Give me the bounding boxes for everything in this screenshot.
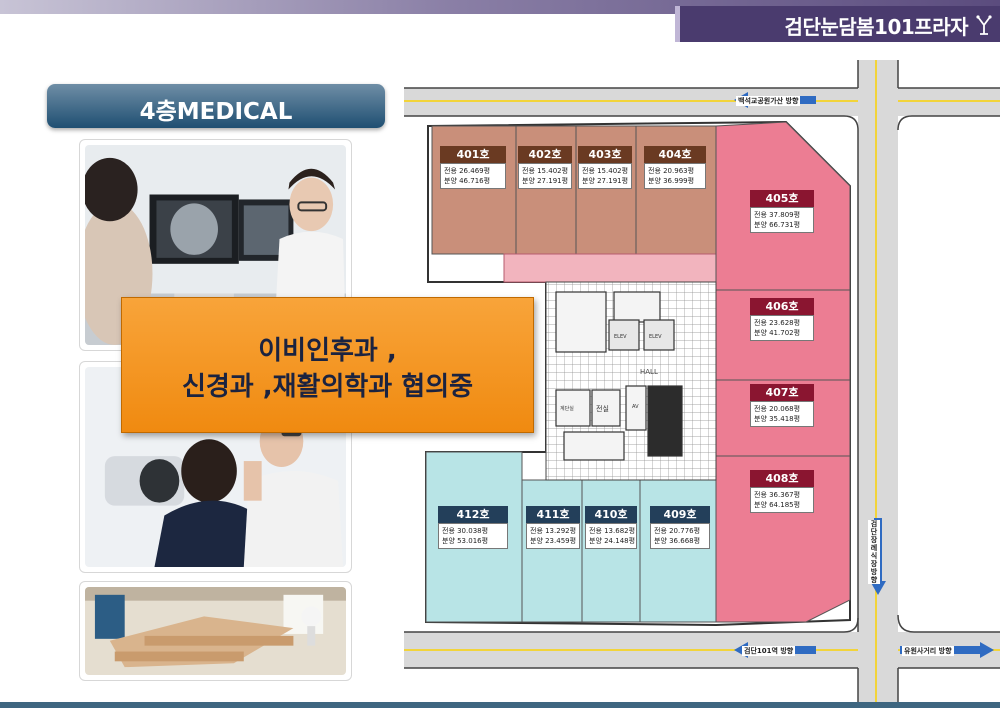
unit-410-number: 410호	[585, 506, 637, 523]
unit-405-area-text: 전용 37.809평	[754, 211, 801, 219]
unit-405-sale-text: 분양 66.731평	[754, 221, 801, 229]
stair-label: 계단실	[560, 405, 574, 412]
banner-line-2: 신경과 ,재활의학과 협의중	[181, 372, 474, 402]
road-label-top-left: 백석교공원가산 방향	[736, 96, 801, 106]
unit-401-sale-text: 분양 46.716평	[444, 177, 491, 185]
unit-412-sale-text: 분양 53.016평	[442, 537, 489, 545]
av-label: AV	[632, 404, 639, 410]
unit-404-area-text: 전용 20.963평	[648, 167, 695, 175]
road-label-right: 검단 장례식장 방향	[868, 520, 880, 584]
floor-label-text: 4층MEDICAL	[139, 99, 293, 125]
unit-406-sale-text: 분양 41.702평	[754, 329, 801, 337]
brand-logo-icon	[976, 15, 992, 35]
floor-label: 4층MEDICAL	[47, 84, 385, 128]
unit-408-sale-text: 분양 64.185평	[754, 501, 801, 509]
unit-408-number: 408호	[750, 470, 814, 487]
unit-402-number: 402호	[518, 146, 572, 163]
unit-402-area-text: 전용 15.402평	[522, 167, 569, 175]
unit-411-number: 411호	[526, 506, 580, 523]
elev-1-label: ELEV	[614, 334, 627, 340]
unit-409-number: 409호	[650, 506, 710, 523]
road-right	[858, 60, 898, 708]
unit-410-sale-text: 분양 24.148평	[589, 537, 636, 545]
elev-2-label: ELEV	[649, 334, 662, 340]
brand-title: 검단눈담봄101프라자	[784, 15, 969, 39]
unit-409-area	[639, 479, 717, 623]
unit-411-sale-text: 분양 23.459평	[530, 537, 577, 545]
medical-banner: 이비인후과 , 신경과 ,재활의학과 협의중	[121, 297, 534, 433]
unit-410-area	[581, 479, 641, 623]
room-label: 전실	[596, 404, 609, 413]
unit-410-area-text: 전용 13.682평	[589, 527, 636, 535]
unit-409-area-text: 전용 20.776평	[654, 527, 701, 535]
unit-401-area-text: 전용 26.469평	[444, 167, 491, 175]
unit-401-number: 401호	[440, 146, 506, 163]
unit-403-number: 403호	[578, 146, 632, 163]
unit-405-number: 405호	[750, 190, 814, 207]
unit-408-area-text: 전용 36.367평	[754, 491, 801, 499]
brand-header: 검단눈담봄101프라자	[675, 6, 1000, 42]
unit-407-number: 407호	[750, 384, 814, 401]
unit-406-area-text: 전용 23.628평	[754, 319, 801, 327]
core-hall-label: HALL	[640, 368, 658, 376]
unit-407-area-text: 전용 20.068평	[754, 405, 801, 413]
unit-404-number: 404호	[644, 146, 706, 163]
unit-403-sale-text: 분양 27.191평	[582, 177, 629, 185]
unit-411-area	[521, 479, 583, 623]
bottom-bar	[0, 702, 1000, 708]
road-label-bottom-left: 검단101역 방향	[742, 646, 796, 656]
unit-409-sale-text: 분양 36.668평	[654, 537, 701, 545]
unit-412-number: 412호	[438, 506, 508, 523]
unit-406-number: 406호	[750, 298, 814, 315]
road-label-bottom-right: 유원사거리 방향	[902, 646, 954, 656]
unit-407-sale-text: 분양 35.418평	[754, 415, 801, 423]
floor-plan: HALL ELEV ELEV 전실 AV 계단실 백석교공원가산 방향 검단10…	[404, 60, 1000, 708]
banner-line-1: 이비인후과 ,	[258, 336, 397, 366]
unit-403-area-text: 전용 15.402평	[582, 167, 629, 175]
unit-412-area-text: 전용 30.038평	[442, 527, 489, 535]
photo-lobby	[79, 581, 352, 681]
unit-402-sale-text: 분양 27.191평	[522, 177, 569, 185]
unit-411-area-text: 전용 13.292평	[530, 527, 577, 535]
unit-404-sale-text: 분양 36.999평	[648, 177, 695, 185]
